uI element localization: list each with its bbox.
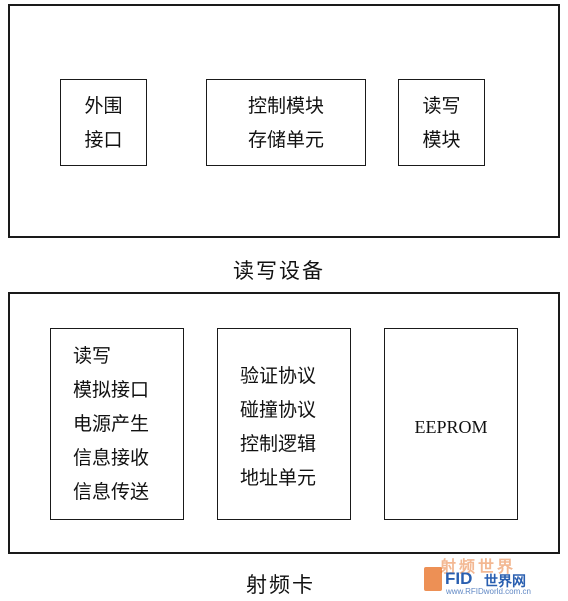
reader-device-caption: 读写设备 [233, 259, 325, 283]
control-storage-label: 控制模块 存储单元 [207, 89, 365, 157]
watermark-site-cn: 世界网 [484, 573, 526, 589]
module-line: 存储单元 [247, 129, 324, 151]
module-line: EEPROM [414, 417, 488, 437]
eeprom-label: EEPROM [385, 410, 517, 444]
watermark-url: www.RFIDworld.com.cn [446, 587, 531, 596]
rw-analog-interface-label: 读写 模拟接口 电源产生 信息接收 信息传送 [73, 339, 149, 509]
read-write-module-box: 读写 模块 [398, 79, 485, 166]
control-storage-box: 控制模块 存储单元 [206, 79, 366, 166]
eeprom-box: EEPROM [384, 328, 518, 520]
protocol-logic-label: 验证协议 碰撞协议 控制逻辑 地址单元 [240, 359, 316, 495]
watermark: 射频世界 FID 世界网 www.RFIDworld.com.cn [420, 553, 566, 599]
module-line: 地址单元 [240, 467, 317, 489]
module-line: 控制逻辑 [240, 433, 317, 455]
peripheral-interface-box: 外围 接口 [60, 79, 147, 166]
module-line: 控制模块 [247, 95, 324, 117]
module-line: 碰撞协议 [240, 399, 317, 421]
module-line: 读写 [73, 345, 112, 367]
rf-card-frame [8, 292, 560, 554]
reader-device-frame [8, 4, 560, 238]
module-line: 信息传送 [73, 481, 150, 503]
module-line: 读写 [422, 95, 461, 117]
module-line: 外围 [84, 95, 123, 117]
module-line: 模拟接口 [73, 379, 150, 401]
module-line: 接口 [84, 129, 123, 151]
watermark-logo-icon [424, 567, 442, 591]
module-line: 验证协议 [240, 365, 317, 387]
rw-analog-interface-box: 读写 模拟接口 电源产生 信息接收 信息传送 [50, 328, 184, 520]
module-line: 信息接收 [73, 447, 150, 469]
peripheral-interface-label: 外围 接口 [61, 89, 146, 157]
module-line: 电源产生 [73, 413, 150, 435]
rf-card-caption: 射频卡 [246, 573, 315, 597]
module-line: 模块 [422, 129, 461, 151]
watermark-brand-cn: 射频世界 [440, 559, 517, 576]
watermark-brand-en: FID [445, 569, 473, 588]
protocol-logic-box: 验证协议 碰撞协议 控制逻辑 地址单元 [217, 328, 351, 520]
read-write-module-label: 读写 模块 [399, 89, 484, 157]
